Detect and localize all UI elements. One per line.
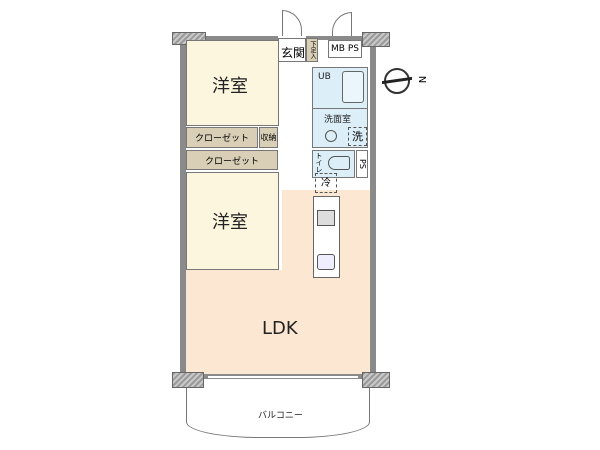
shoe-cabinet: 下足入 bbox=[306, 38, 318, 62]
fridge-space: 冷 bbox=[315, 173, 337, 193]
wall-top bbox=[180, 36, 278, 41]
ldk-floor bbox=[186, 270, 372, 374]
unit-bath-label: UB bbox=[318, 72, 331, 82]
bathtub-icon bbox=[342, 71, 364, 103]
western-room-2 bbox=[186, 172, 279, 270]
ldk-label: LDK bbox=[262, 318, 298, 339]
column-top-right bbox=[362, 32, 390, 47]
toilet-bowl-icon bbox=[328, 156, 350, 170]
balcony bbox=[186, 388, 370, 438]
column-bottom-left bbox=[172, 372, 204, 388]
stove-icon bbox=[317, 210, 335, 226]
window-bottom bbox=[208, 376, 358, 378]
wall-right bbox=[370, 38, 376, 378]
closet-1: クローゼット bbox=[186, 127, 258, 148]
pipe-space: PS bbox=[356, 150, 368, 178]
kitchen-sink-icon bbox=[317, 254, 335, 270]
entrance-door[interactable] bbox=[282, 10, 302, 36]
western-room-2-label: 洋室 bbox=[212, 212, 248, 233]
wall-left bbox=[180, 38, 186, 378]
mbps-door[interactable] bbox=[332, 12, 352, 36]
storage: 収納 bbox=[259, 127, 278, 148]
western-room-1 bbox=[186, 40, 279, 126]
entrance-label: 玄関 bbox=[281, 46, 306, 60]
closet-2: クローゼット bbox=[186, 150, 278, 170]
entrance bbox=[278, 38, 306, 62]
washroom-label: 洗面室 bbox=[324, 115, 352, 125]
sink-icon bbox=[325, 130, 337, 142]
column-bottom-right bbox=[362, 372, 390, 388]
washer-space: 洗 bbox=[348, 127, 367, 146]
toilet-label: トイレ bbox=[315, 152, 323, 173]
compass-icon bbox=[382, 68, 412, 94]
balcony-label: バルコニー bbox=[258, 411, 303, 421]
western-room-1-label: 洋室 bbox=[212, 76, 248, 97]
compass-north-label: N bbox=[416, 75, 428, 84]
washroom bbox=[312, 108, 368, 148]
mb-ps: MB PS bbox=[328, 40, 362, 58]
wall-top-right bbox=[306, 36, 372, 40]
